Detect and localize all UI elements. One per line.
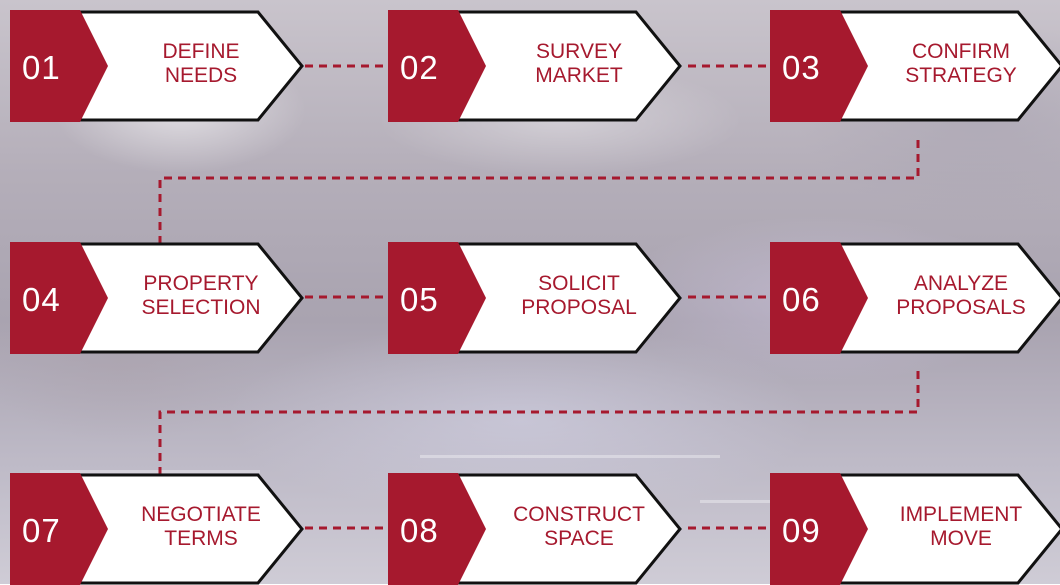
step-number: 01 [22, 49, 61, 86]
connector-06-07 [158, 371, 920, 483]
connector-03-04 [158, 140, 920, 252]
step-label-line-1: CONFIRM [912, 40, 1010, 63]
step-label-line-2: STRATEGY [905, 64, 1017, 87]
step-number-badge [770, 10, 868, 122]
step-number: 04 [22, 281, 61, 318]
step-label-line-2: MOVE [930, 527, 992, 550]
step-label-line-1: PROPERTY [143, 272, 259, 295]
step-label-line-2: SPACE [544, 527, 614, 550]
step-number-badge [10, 242, 108, 354]
step-number-badge [10, 10, 108, 122]
step-chevron-shape [770, 473, 1060, 585]
step-label-line-2: PROPOSALS [896, 296, 1026, 319]
step-label-line-2: TERMS [164, 527, 238, 550]
step-chevron-shape [388, 10, 682, 122]
step-label-line-2: MARKET [535, 64, 623, 87]
step-chevron-shape [388, 473, 682, 585]
step-number-badge [388, 10, 486, 122]
step-number: 08 [400, 512, 439, 549]
step-chevron-shape [388, 242, 682, 354]
step-label-line-1: CONSTRUCT [513, 503, 645, 526]
step-label-line-1: NEGOTIATE [141, 503, 261, 526]
step-number-badge [10, 473, 108, 585]
step-chevron-shape [10, 242, 304, 354]
step-number-badge [388, 242, 486, 354]
step-number: 06 [782, 281, 821, 318]
step-label-line-1: DEFINE [162, 40, 240, 63]
step-chevron-shape [770, 10, 1060, 122]
step-chevron-shape [770, 242, 1060, 354]
step-chevron-shape [10, 473, 304, 585]
step-label-line-2: NEEDS [164, 64, 238, 87]
step-number: 02 [400, 49, 439, 86]
step-number: 05 [400, 281, 439, 318]
step-label-line-1: SURVEY [536, 40, 622, 63]
step-number-badge [770, 473, 868, 585]
step-label-line-2: PROPOSAL [521, 296, 637, 319]
step-label-line-2: SELECTION [141, 296, 261, 319]
step-number: 09 [782, 512, 821, 549]
step-chevron-shape [10, 10, 304, 122]
step-number: 07 [22, 512, 61, 549]
step-number-badge [388, 473, 486, 585]
step-label-line-1: IMPLEMENT [899, 503, 1023, 526]
step-label-line-1: ANALYZE [913, 272, 1009, 295]
step-number: 03 [782, 49, 821, 86]
step-number-badge [770, 242, 868, 354]
step-label-line-1: SOLICIT [538, 272, 620, 295]
